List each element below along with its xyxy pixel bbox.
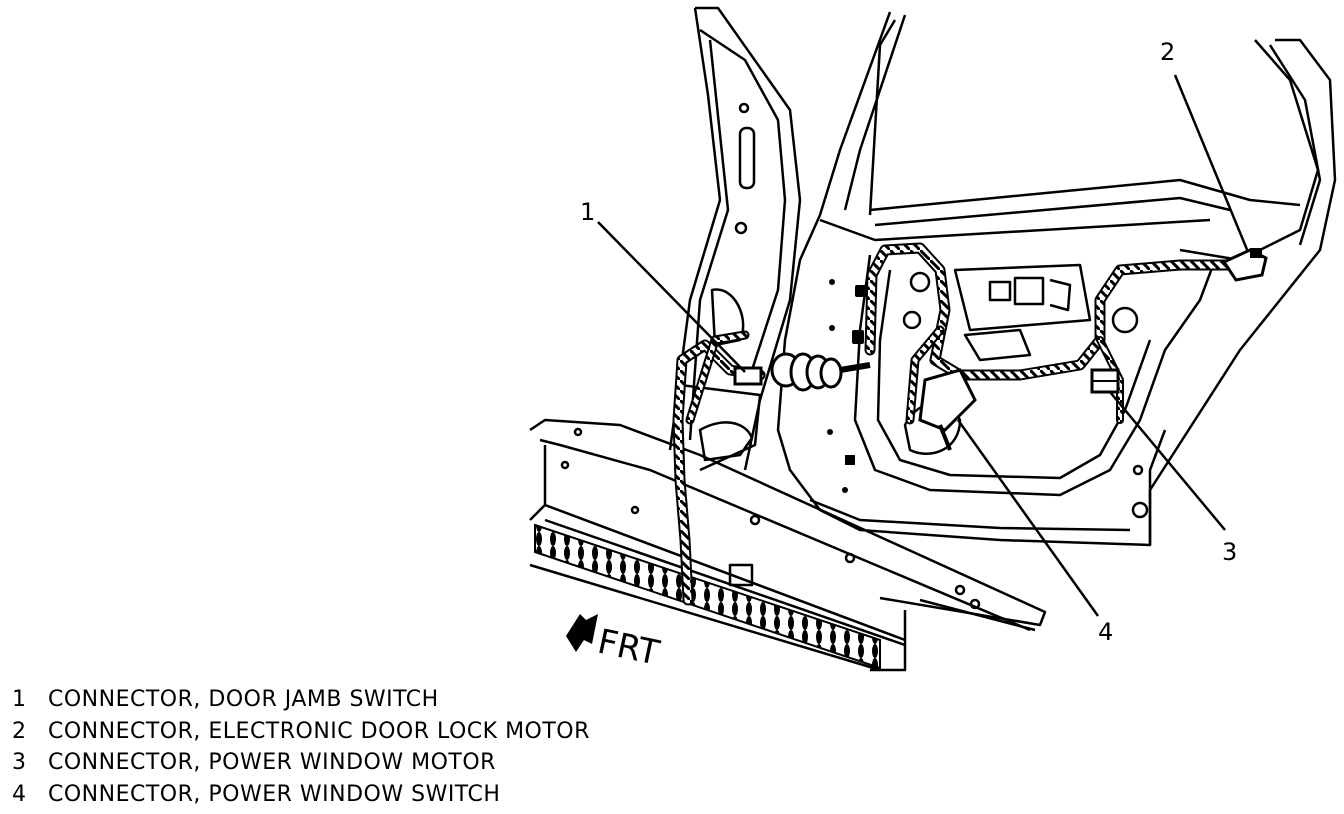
front-direction-label: FRT bbox=[594, 622, 663, 674]
legend-text: CONNECTOR, POWER WINDOW MOTOR bbox=[48, 750, 496, 775]
connector-door-lock-motor bbox=[1221, 248, 1268, 282]
connector-door-jamb-switch bbox=[733, 366, 763, 386]
callout-1: 1 bbox=[580, 198, 595, 226]
legend-item: 1 CONNECTOR, DOOR JAMB SWITCH bbox=[12, 684, 712, 716]
leader-4 bbox=[956, 419, 1100, 617]
legend-text: CONNECTOR, DOOR JAMB SWITCH bbox=[48, 687, 439, 712]
callout-4: 4 bbox=[1098, 618, 1113, 646]
door-grommet bbox=[770, 352, 871, 392]
rear-door-frame bbox=[776, 11, 1337, 547]
legend-number: 3 bbox=[12, 750, 27, 775]
legend-number: 1 bbox=[12, 687, 27, 712]
door-inner-panel bbox=[853, 254, 1217, 519]
legend-item: 4 CONNECTOR, POWER WINDOW SWITCH bbox=[12, 779, 712, 811]
front-arrow-icon bbox=[566, 614, 598, 652]
hinge-details bbox=[827, 279, 867, 493]
leader-2 bbox=[1173, 74, 1250, 253]
rocker-sill bbox=[529, 383, 1047, 672]
legend-number: 2 bbox=[12, 718, 27, 744]
legend-text: CONNECTOR, POWER WINDOW SWITCH bbox=[48, 781, 501, 807]
wiring-harness bbox=[672, 242, 1236, 606]
callout-leaders bbox=[597, 74, 1250, 617]
front-direction-indicator: FRT bbox=[566, 614, 663, 674]
legend-number: 4 bbox=[12, 781, 27, 807]
rocker-conduit bbox=[534, 523, 881, 670]
legend-text: CONNECTOR, ELECTRONIC DOOR LOCK MOTOR bbox=[48, 718, 590, 744]
legend-item: 2 CONNECTOR, ELECTRONIC DOOR LOCK MOTOR bbox=[12, 716, 712, 748]
door-wiring-diagram: 1 2 3 4 FRT bbox=[529, 6, 1337, 674]
connector-power-window-motor bbox=[1090, 368, 1120, 394]
connector-power-window-switch bbox=[918, 368, 977, 451]
legend-item: 3 CONNECTOR, POWER WINDOW MOTOR bbox=[12, 747, 712, 779]
leader-1 bbox=[597, 221, 746, 373]
callout-3: 3 bbox=[1222, 538, 1237, 566]
leader-3 bbox=[1109, 391, 1226, 531]
callout-2: 2 bbox=[1160, 38, 1175, 66]
